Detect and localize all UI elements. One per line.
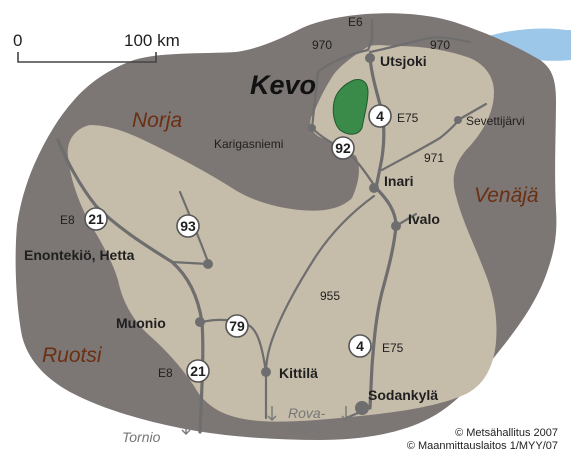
shield-93: 93	[176, 214, 200, 238]
town-dot-kittila	[261, 367, 271, 377]
town-dot-enontekio	[203, 259, 213, 269]
country-label-norway: Norja	[132, 109, 182, 132]
credit-maanmittauslaitos: © Maanmittauslaitos 1/MYY/07	[407, 440, 558, 452]
road-label-e6: E6	[348, 15, 363, 29]
exit-label-tornio: Tornio	[122, 429, 161, 445]
road-label-e8-north: E8	[60, 213, 75, 227]
town-label-ivalo: Ivalo	[408, 211, 440, 227]
arrow-rovaniemi-2	[341, 406, 351, 421]
place-label-karigasniemi: Karigasniemi	[214, 137, 283, 151]
shield-21-south: 21	[186, 359, 210, 383]
shield-21-north-number: 21	[88, 211, 104, 227]
town-markers	[195, 53, 462, 415]
scale-bar: 0 100 km	[13, 31, 180, 63]
town-dot-sevettijarvi	[454, 116, 462, 124]
country-label-russia: Venäjä	[474, 184, 539, 207]
town-label-inari: Inari	[384, 173, 414, 189]
road-970-west	[316, 48, 370, 74]
road-label-970-west: 970	[312, 38, 332, 52]
shield-92: 92	[331, 136, 355, 160]
town-dot-karigasniemi	[308, 124, 316, 132]
arrow-tornio	[181, 420, 191, 435]
exit-label-rovaniemi-top: Rova-	[288, 405, 326, 421]
road-karigasniemi-north	[310, 70, 320, 130]
park-label-kevo: Kevo	[250, 70, 316, 100]
town-label-sodankyla: Sodankylä	[368, 387, 438, 403]
road-e6	[366, 18, 374, 52]
road-label-955: 955	[320, 289, 340, 303]
road-label-e8-south: E8	[158, 366, 173, 380]
exit-label-rovaniemi-bottom: niemi	[288, 421, 322, 437]
road-79	[200, 318, 268, 374]
road-label-e75-north: E75	[397, 111, 419, 125]
credit-metsahallitus: © Metsähallitus 2007	[455, 427, 558, 439]
town-dot-sodankyla	[355, 401, 369, 415]
shield-21-south-number: 21	[190, 363, 206, 379]
road-label-971: 971	[424, 151, 444, 165]
lapland-area	[67, 45, 497, 422]
shield-4-south-number: 4	[356, 338, 364, 354]
town-dot-muonio	[195, 317, 205, 327]
kevo-reserve	[332, 79, 369, 135]
road-label-970-east: 970	[430, 38, 450, 52]
shield-4-south: 4	[348, 334, 372, 358]
town-dot-inari	[369, 183, 379, 193]
road-971	[380, 116, 462, 172]
road-label-e75-south: E75	[382, 341, 404, 355]
road-e75-south	[368, 186, 398, 410]
shield-92-number: 92	[335, 140, 351, 156]
shield-4-north: 4	[368, 104, 392, 128]
town-dot-utsjoki	[365, 53, 375, 63]
town-dot-ivalo	[391, 221, 401, 231]
shield-93-number: 93	[180, 218, 196, 234]
road-955	[264, 194, 376, 374]
road-hetta-link	[170, 260, 210, 266]
shield-21-north: 21	[84, 207, 108, 231]
road-970-east	[368, 36, 472, 54]
shield-79: 79	[225, 314, 249, 338]
scale-distance: 100 km	[124, 31, 180, 50]
town-label-enontekio: Enontekiö, Hetta	[24, 247, 135, 263]
town-label-utsjoki: Utsjoki	[380, 53, 427, 69]
exit-arrows	[181, 406, 351, 435]
road-sevettijarvi-branch	[456, 102, 488, 122]
town-label-kittila: Kittilä	[279, 365, 318, 381]
shield-4-north-number: 4	[376, 108, 384, 124]
town-label-muonio: Muonio	[116, 315, 166, 331]
arrow-rovaniemi-1	[267, 406, 277, 421]
shield-79-number: 79	[229, 318, 245, 334]
country-label-sweden: Ruotsi	[42, 344, 103, 367]
place-label-sevettijarvi: Sevettijärvi	[466, 114, 525, 128]
scale-zero: 0	[13, 31, 22, 50]
